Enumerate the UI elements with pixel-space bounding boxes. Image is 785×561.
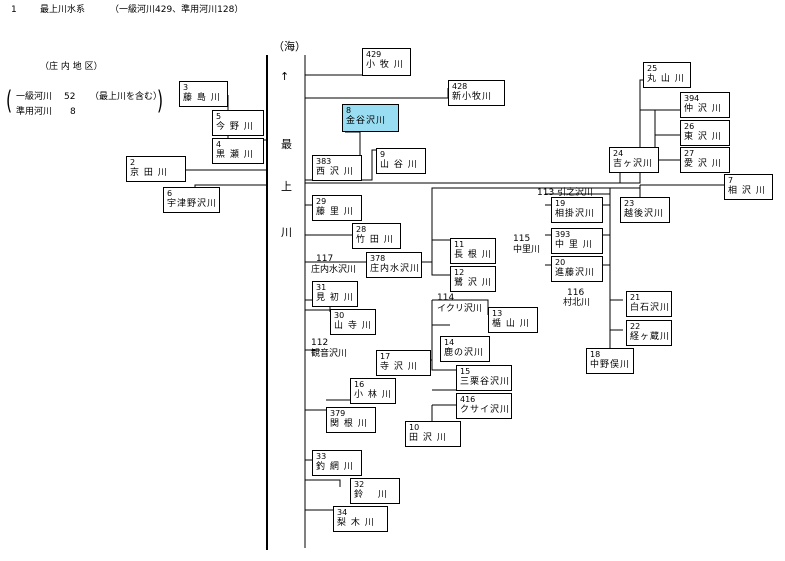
river-label-113-num: 113 [537,188,555,198]
river-label-115-name: 中里川 [513,245,541,255]
sea-label: （海） [273,40,306,53]
river-label-114-name: イクリ沢川 [437,304,482,314]
upstream-arrow: ↑ [280,70,290,83]
river-label-116-name: 村北川 [563,298,591,308]
river-label-113-name: 引之沢川 [557,188,594,198]
river-label-117-num: 117 [316,254,334,264]
river-label-112-num: 112 [311,338,329,348]
river-label-114-num: 114 [437,293,455,303]
quasi-count: 8 [70,107,76,117]
river-label-117-name: 庄内水沢川 [311,265,357,275]
main-river-char-2: 上 [281,180,292,193]
river-label-116-num: 116 [567,288,585,298]
river-label-112-name: 観音沢川 [311,349,348,359]
left-brace: ( [6,86,13,116]
system-summary: （一級河川429、準用河川128） [110,5,244,15]
class1-note: （最上川を含む） [90,92,163,102]
main-river-char-3: 川 [281,226,292,239]
system-title: 最上川水系 [40,5,86,15]
quasi-label: 準用河川 [16,107,53,117]
section-number: 1 [11,5,17,15]
right-brace: ) [157,86,164,116]
river-label-115-num: 115 [513,234,531,244]
district-title: （庄 内 地 区） [40,62,103,72]
class1-label: 一級河川 [16,92,53,102]
main-river-char-1: 最 [281,138,292,151]
class1-count: 52 [64,92,76,102]
